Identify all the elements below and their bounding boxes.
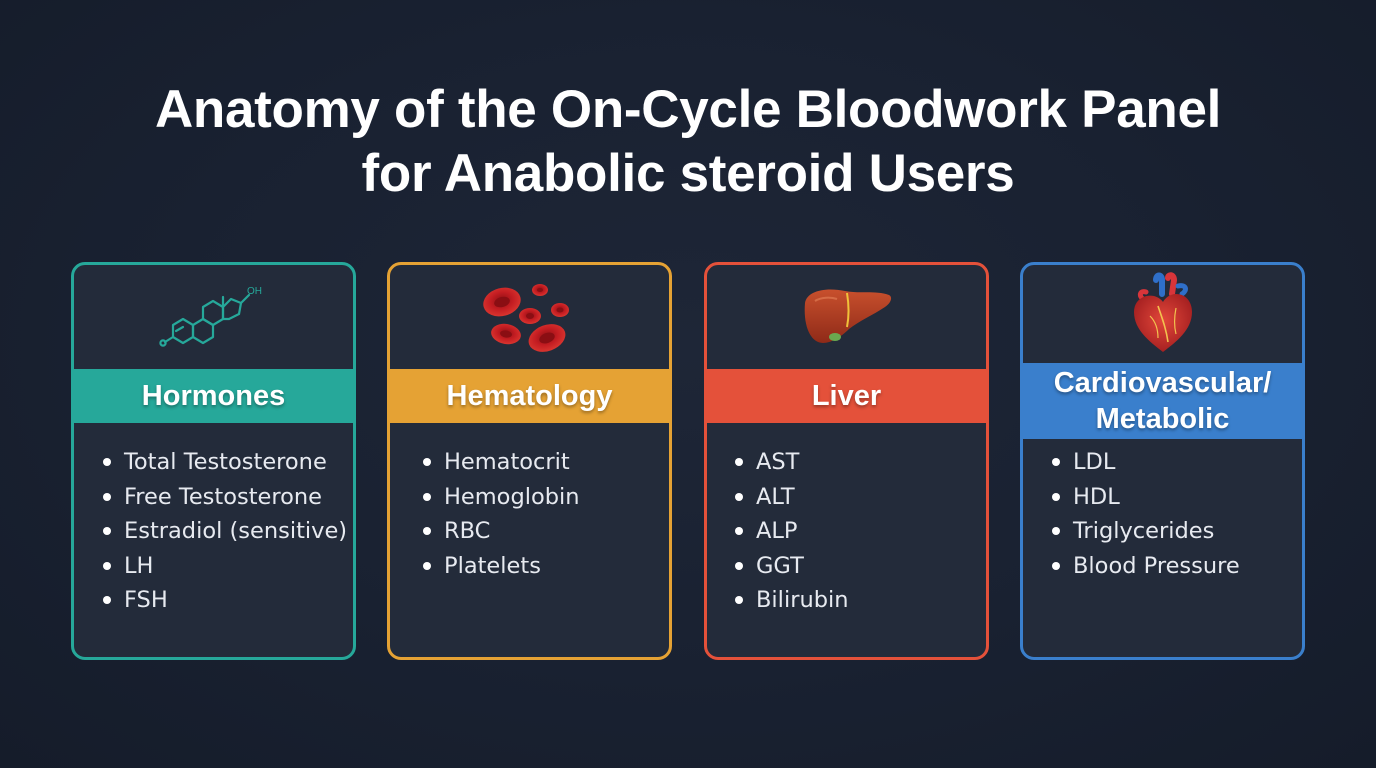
- list-item: GGT: [733, 549, 849, 584]
- title-line-1: Anatomy of the On-Cycle Bloodwork Panel: [154, 80, 1222, 139]
- list-item: Blood Pressure: [1050, 549, 1240, 584]
- hydroxyl-label: OH: [247, 286, 262, 297]
- list-item: ALT: [733, 480, 849, 515]
- card-heading: Hematology: [446, 380, 613, 412]
- list-item: LDL: [1050, 445, 1240, 480]
- card-heading: Liver: [811, 380, 882, 412]
- list-item: Hemoglobin: [421, 480, 580, 515]
- list-item: Bilirubin: [733, 583, 849, 618]
- card-list-liver: AST ALT ALP GGT Bilirubin: [733, 445, 849, 618]
- list-item: Total Testosterone: [101, 445, 347, 480]
- card-list-hematology: Hematocrit Hemoglobin RBC Platelets: [421, 445, 580, 583]
- list-item: RBC: [421, 514, 580, 549]
- card-hormones: OH Hormones Total Testosterone Free Test…: [71, 262, 356, 660]
- list-item: Free Testosterone: [101, 480, 347, 515]
- list-item: AST: [733, 445, 849, 480]
- card-band-cardiovascular: Cardiovascular/ Metabolic: [1023, 363, 1302, 439]
- list-item: HDL: [1050, 480, 1240, 515]
- list-item: FSH: [101, 583, 347, 618]
- card-cardiovascular: Cardiovascular/ Metabolic LDL HDL Trigly…: [1020, 262, 1305, 660]
- list-item: ALP: [733, 514, 849, 549]
- card-band-liver: Liver: [707, 369, 986, 423]
- card-heading-line-2: Metabolic: [1095, 403, 1230, 435]
- card-band-hormones: Hormones: [74, 369, 353, 423]
- list-item: LH: [101, 549, 347, 584]
- card-list-hormones: Total Testosterone Free Testosterone Est…: [101, 445, 347, 618]
- liver-icon: [707, 265, 986, 367]
- heart-icon: [1023, 265, 1302, 363]
- card-heading: Hormones: [141, 380, 286, 412]
- card-heading-line-1: Cardiovascular/: [1053, 367, 1272, 399]
- list-item: Hematocrit: [421, 445, 580, 480]
- title-line-2: for Anabolic steroid Users: [361, 144, 1015, 203]
- page-title: Anatomy of the On-Cycle Bloodwork Panel …: [0, 78, 1376, 206]
- list-item: Platelets: [421, 549, 580, 584]
- red-blood-cells-icon: [390, 265, 669, 367]
- list-item: Estradiol (sensitive): [101, 514, 347, 549]
- list-item: Triglycerides: [1050, 514, 1240, 549]
- card-list-cardiovascular: LDL HDL Triglycerides Blood Pressure: [1050, 445, 1240, 583]
- steroid-molecule-icon: OH: [74, 265, 353, 367]
- card-band-hematology: Hematology: [390, 369, 669, 423]
- card-hematology: Hematology Hematocrit Hemoglobin RBC Pla…: [387, 262, 672, 660]
- card-liver: Liver AST ALT ALP GGT Bilirubin: [704, 262, 989, 660]
